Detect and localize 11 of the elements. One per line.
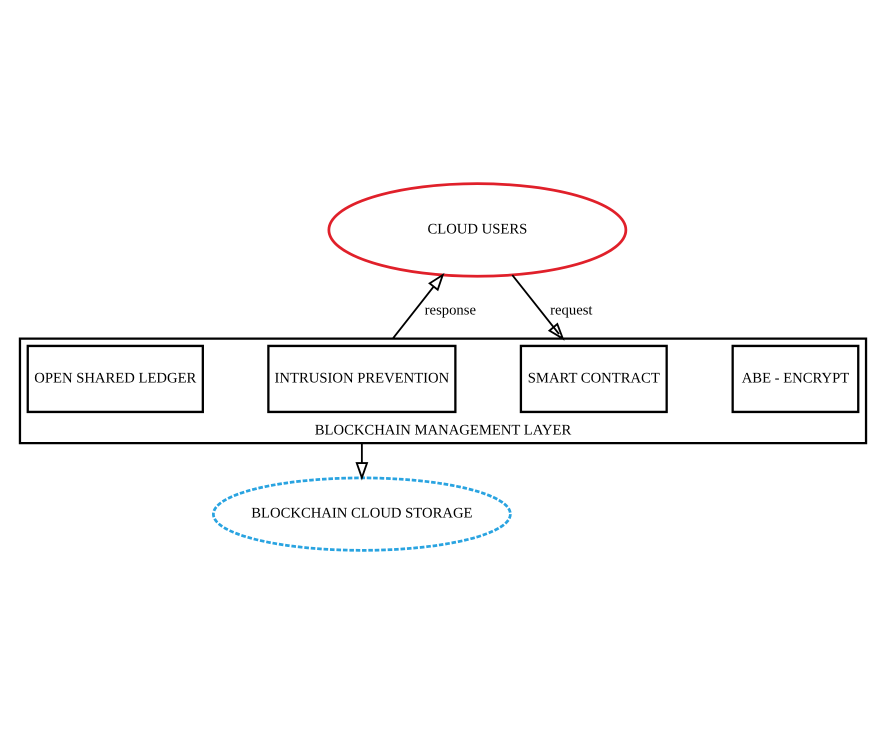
node-ellipse: BLOCKCHAIN CLOUD STORAGE	[212, 476, 512, 552]
node-box: ABE - ENCRYPT	[732, 344, 860, 414]
edge-label: response	[424, 302, 476, 319]
node-box: SMART CONTRACT	[520, 344, 668, 414]
node-box: OPEN SHARED LEDGER	[26, 344, 204, 414]
arrow	[355, 443, 368, 480]
edge-label: request	[550, 302, 593, 319]
arrow	[512, 274, 565, 341]
node-ellipse: CLOUD USERS	[328, 182, 628, 278]
arrow	[392, 272, 444, 340]
node-box: INTRUSION PREVENTION	[267, 344, 457, 414]
